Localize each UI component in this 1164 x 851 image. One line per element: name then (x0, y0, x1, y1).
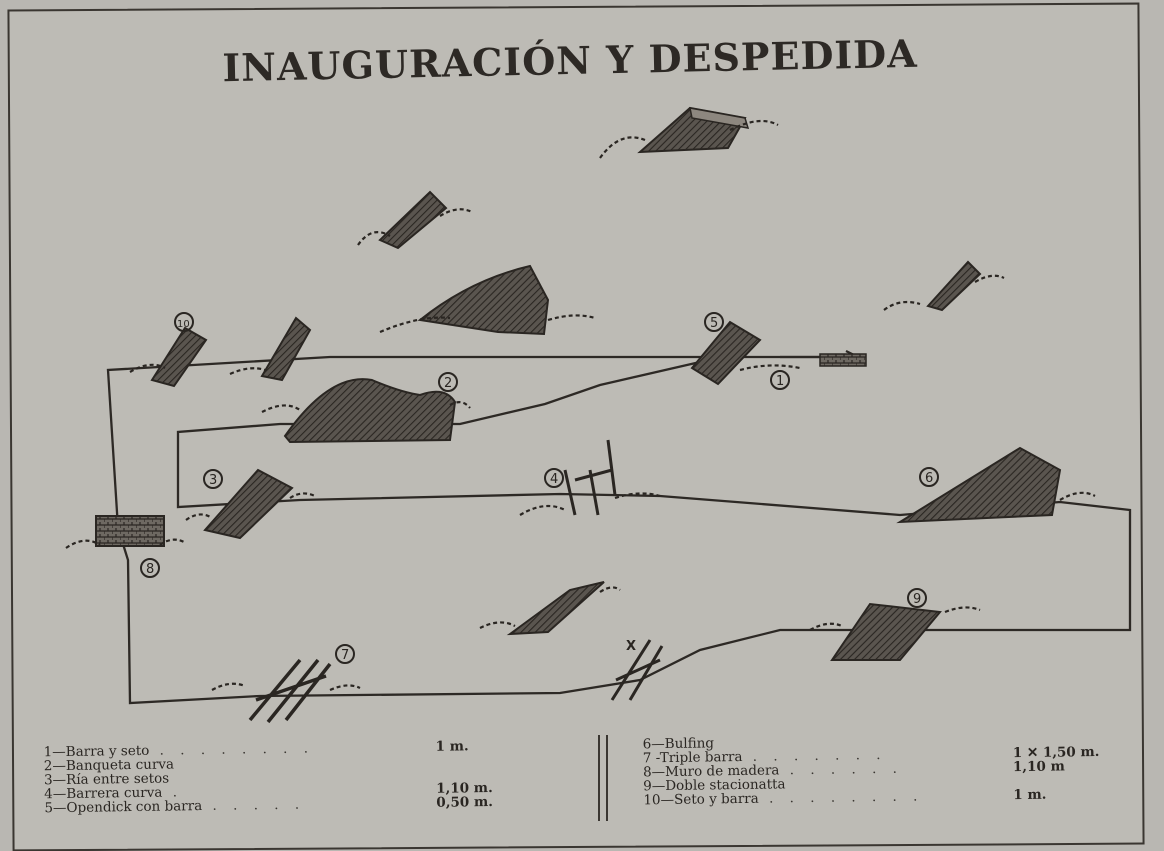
svg-text:9: 9 (913, 592, 921, 607)
obstacle-number-1: 1 (770, 370, 790, 390)
legend-left: 1—Barra y seto . . . . . . . .1 m. 2—Ban… (44, 738, 515, 816)
svg-text:5: 5 (710, 316, 718, 331)
obstacle-number-6: 6 (919, 467, 939, 487)
obstacle-top-right-box (599, 106, 779, 159)
svg-text:8: 8 (146, 562, 154, 577)
obstacle-number-8: 8 (140, 558, 160, 578)
obstacle-1-bar-hedge (690, 320, 867, 386)
obstacle-4-barrera-curva (519, 439, 661, 516)
obstacle-number-2: 2 (438, 372, 458, 392)
legend-divider (598, 735, 600, 821)
obstacle-middle-rail (479, 581, 621, 636)
legend-right: 6—Bulfing 7 -Triple barra . . . . . . .1… (643, 731, 1124, 808)
obstacle-upper-left-hedge (357, 190, 473, 250)
svg-text:1: 1 (776, 374, 784, 389)
obstacle-number-4: 4 (544, 468, 564, 488)
obstacle-x-fence (610, 639, 664, 701)
svg-text:4: 4 (550, 472, 558, 487)
svg-text:6: 6 (925, 471, 933, 486)
svg-text:X: X (626, 639, 636, 654)
obstacle-right-small-fence (883, 260, 1005, 312)
obstacle-8-wall (65, 515, 185, 549)
svg-text:7: 7 (341, 648, 349, 663)
svg-text:2: 2 (444, 376, 452, 391)
obstacle-number-x: X (626, 639, 636, 654)
svg-text:10: 10 (177, 319, 190, 330)
obstacle-number-5: 5 (704, 312, 724, 332)
obstacle-6-bulfing (896, 446, 1096, 524)
course-route (106, 355, 1132, 705)
obstacle-3-ria (185, 468, 316, 540)
svg-text:3: 3 (209, 473, 217, 488)
legend-divider (606, 735, 608, 821)
obstacle-10-left-pair (129, 316, 312, 388)
obstacle-number-10: 10 (174, 312, 194, 332)
obstacle-number-7: 7 (335, 644, 355, 664)
obstacle-number-3: 3 (203, 469, 223, 489)
obstacle-number-9: 9 (907, 588, 927, 608)
obstacle-7-triple-barra (211, 658, 361, 724)
obstacle-2-banqueta-curva (261, 378, 471, 444)
obstacle-9-doble (809, 602, 981, 661)
obstacle-bank-top (379, 264, 596, 336)
